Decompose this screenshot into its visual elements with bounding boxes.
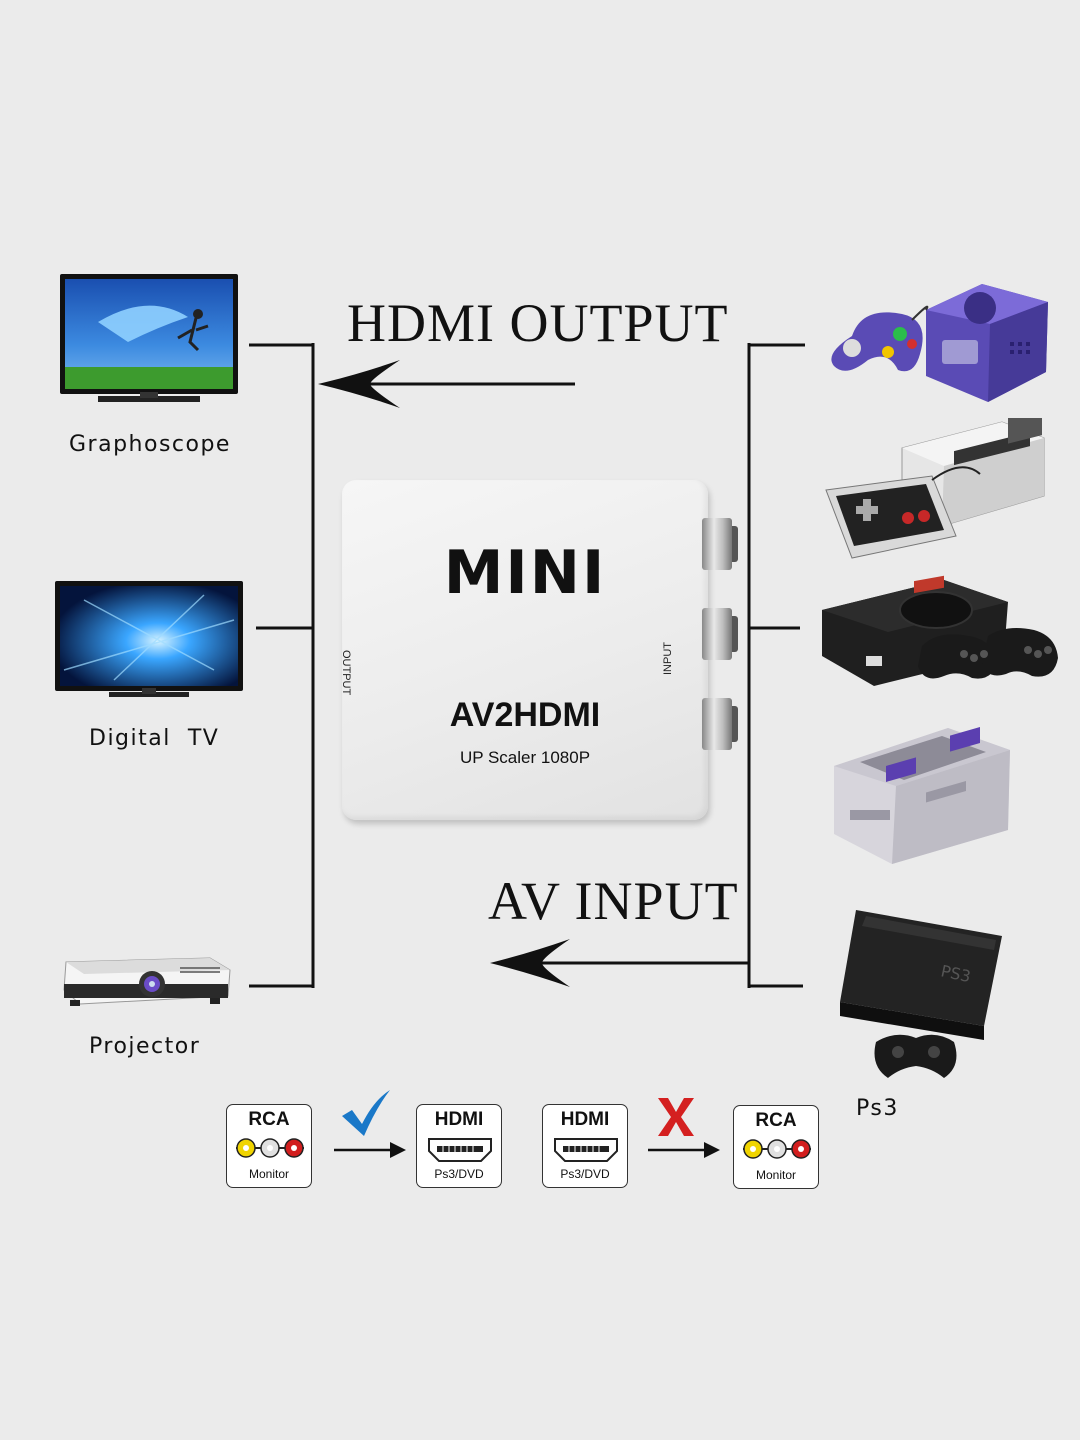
av-input-title: AV INPUT [488,870,739,932]
badge-subtitle: Ps3/DVD [543,1167,627,1181]
av2hdmi-adapter: MINI OUTPUT INPUT AV2HDMI UP Scaler 1080… [342,480,708,820]
ps3-console-icon: PS3 [836,906,1006,1092]
hdmi-output-title: HDMI OUTPUT [347,292,729,354]
compat-badge-rca-monitor: RCA Monitor [226,1104,312,1188]
tv-icon [58,272,240,412]
hdmi-port-icon [427,1137,493,1163]
badge-title: RCA [734,1110,818,1132]
output-label-projector: Projector [89,1034,200,1059]
snes-console-icon [830,722,1014,866]
badge-title: HDMI [417,1109,501,1131]
projector-icon [60,948,234,1016]
compat-badge-rca-monitor: RCA Monitor [733,1105,819,1189]
rca-jack [702,518,732,570]
check-icon [340,1088,394,1140]
rca-connectors-icon [232,1135,308,1161]
output-label-digital-tv: Digital TV [89,726,219,751]
badge-title: RCA [227,1109,311,1131]
badge-subtitle: Monitor [227,1167,311,1181]
adapter-subtitle: UP Scaler 1080P [342,748,708,768]
hdmi-port-icon [553,1137,619,1163]
rca-jack [702,608,732,660]
adapter-output-port-label: OUTPUT [340,650,352,695]
sega-genesis-console-icon [818,574,1064,698]
cross-icon [656,1096,696,1138]
compat-badge-hdmi-source: HDMI Ps3/DVD [542,1104,628,1188]
adapter-brand: MINI [342,538,708,608]
rca-connectors-icon [739,1136,815,1162]
right-arrow-icon [648,1140,722,1160]
rca-jack [702,698,732,750]
output-label-graphoscope: Graphoscope [69,432,231,457]
badge-subtitle: Ps3/DVD [417,1167,501,1181]
right-arrow-icon [334,1140,408,1160]
adapter-input-port-label: INPUT [662,642,674,675]
adapter-model: AV2HDMI [342,696,708,735]
gamecube-console-icon [822,280,1054,406]
badge-subtitle: Monitor [734,1168,818,1182]
input-label-ps3: Ps3 [856,1096,899,1121]
nes-console-icon [822,418,1048,576]
badge-title: HDMI [543,1109,627,1131]
compat-badge-hdmi-source: HDMI Ps3/DVD [416,1104,502,1188]
tv-icon [54,580,244,702]
